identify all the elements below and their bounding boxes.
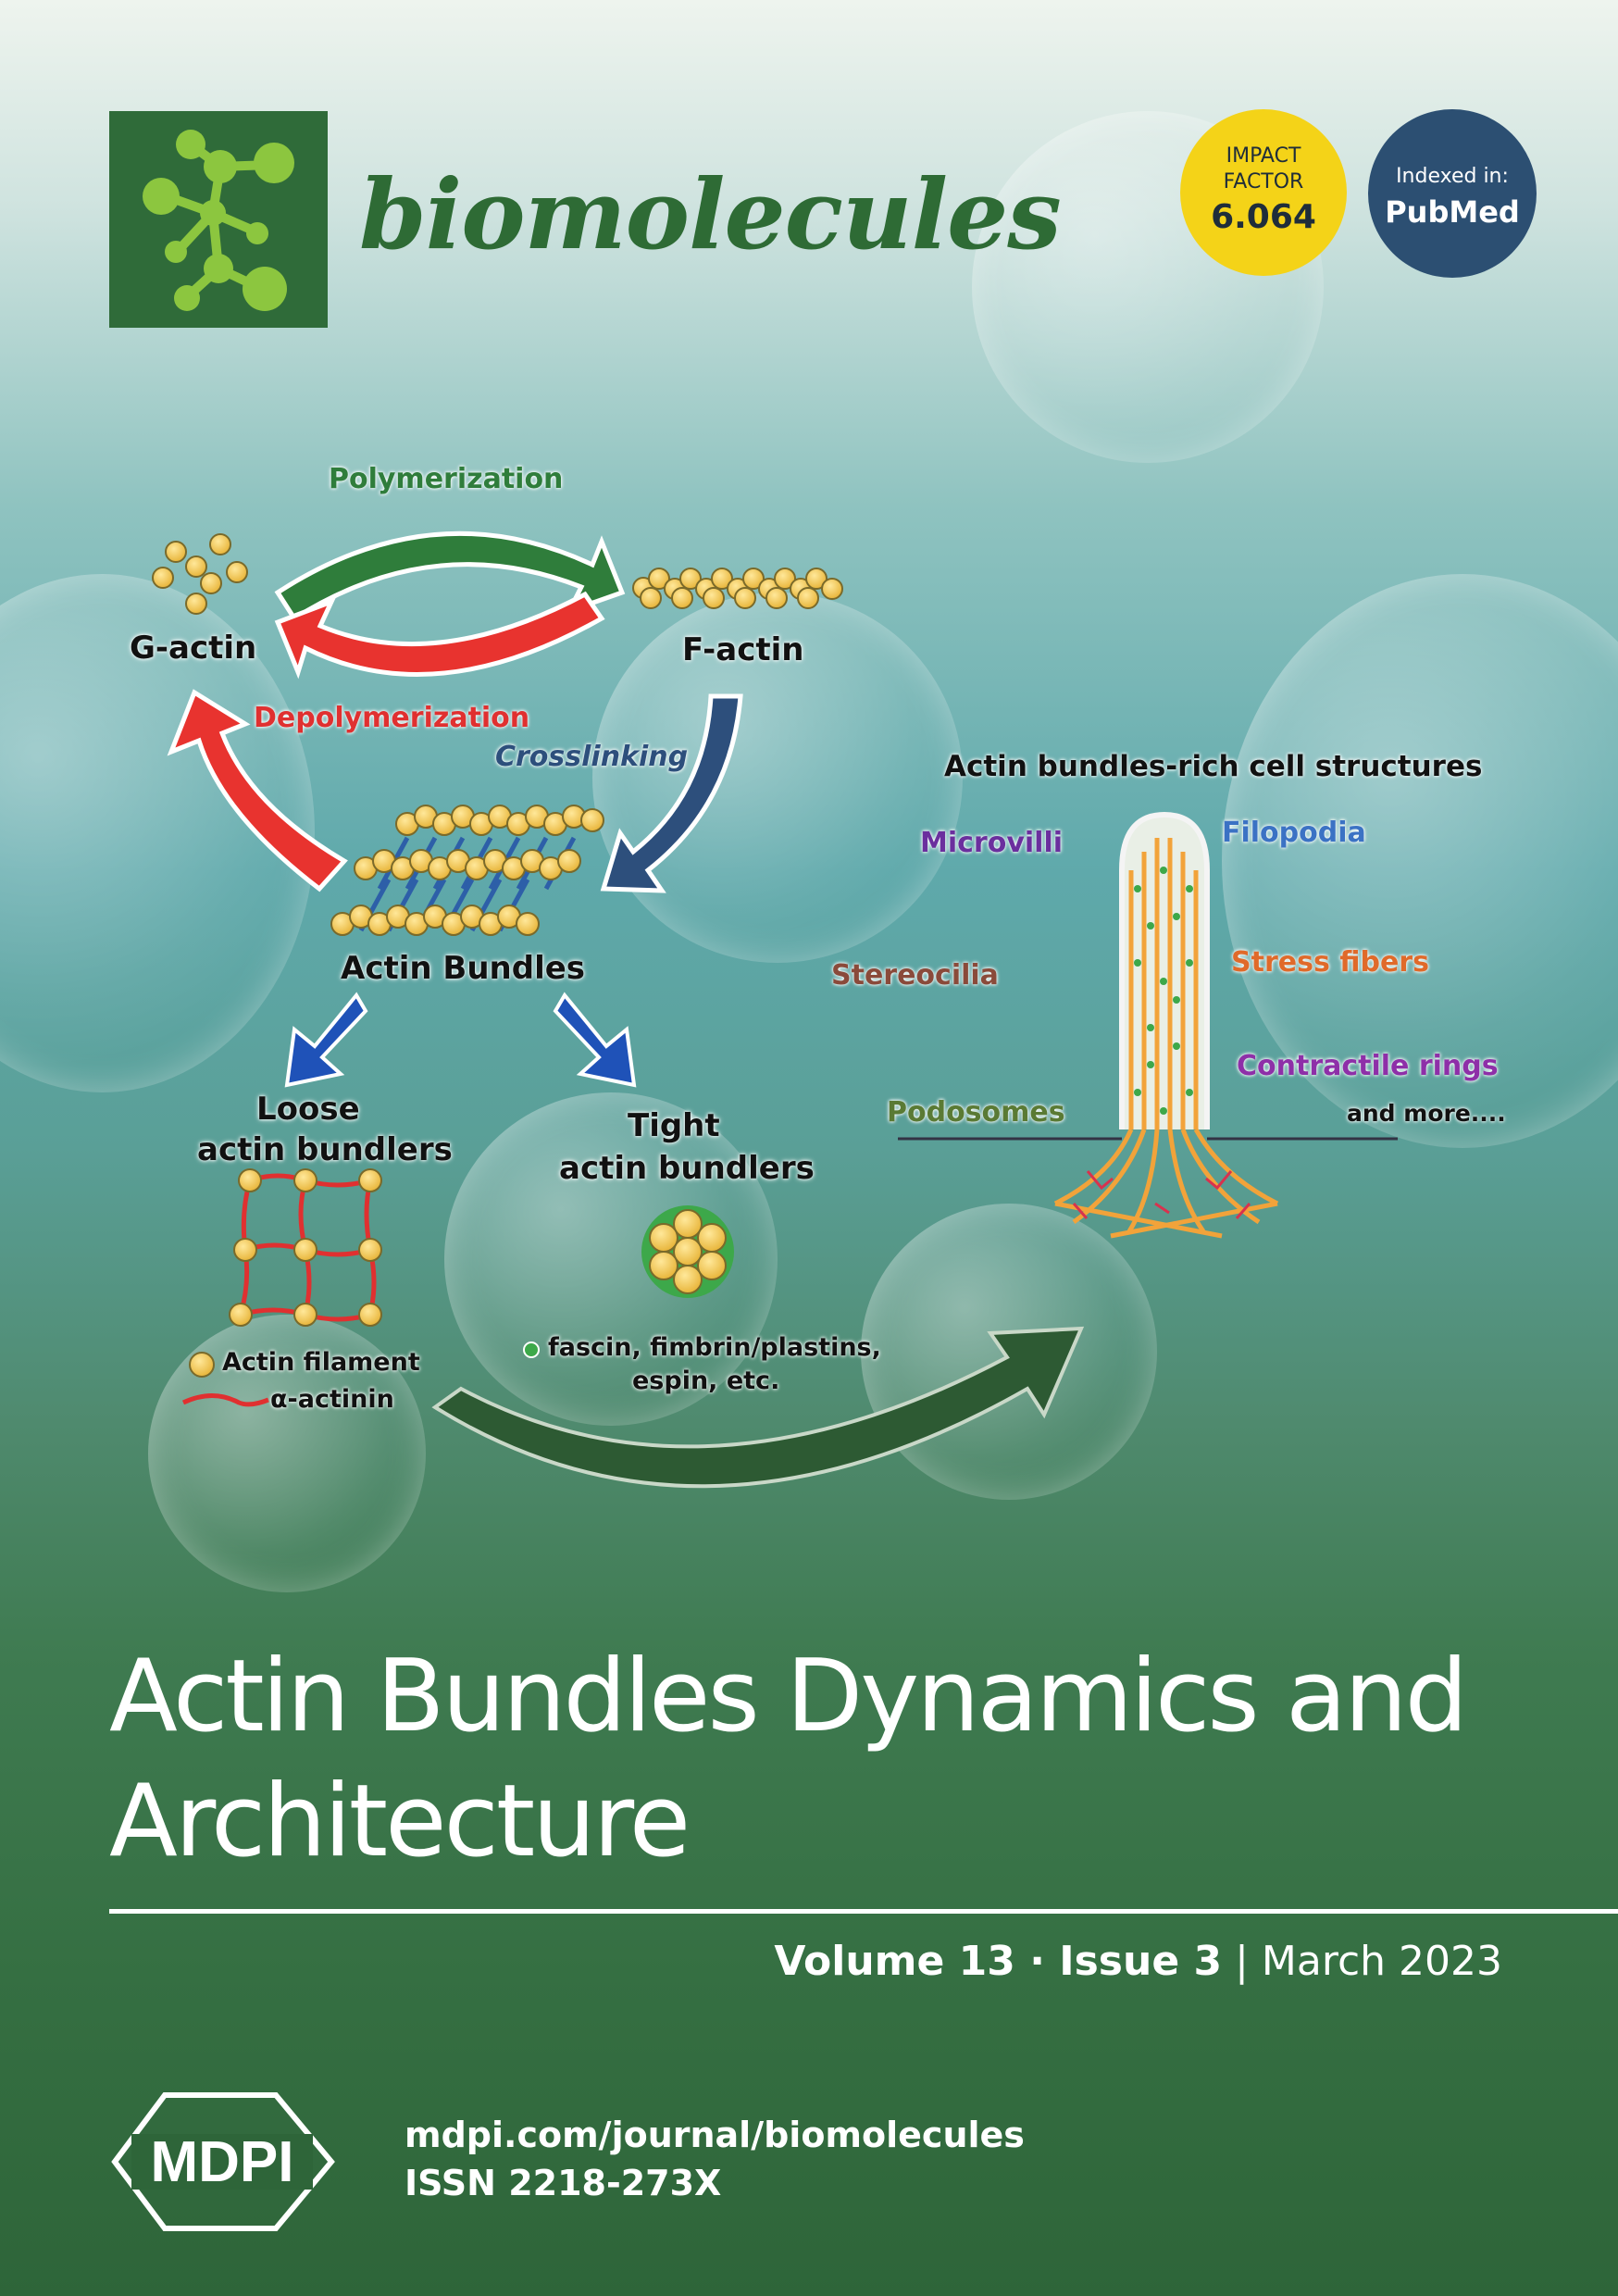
depolymerization-arrow (274, 591, 605, 680)
issue-divider: | (1222, 1938, 1262, 1985)
indexed-badge: Indexed in: PubMed (1368, 109, 1537, 278)
title-divider (109, 1909, 1618, 1914)
issue-separator: · (1014, 1938, 1060, 1985)
volume-label: Volume 13 (774, 1938, 1015, 1985)
loose-label-line1: Loose (256, 1091, 360, 1128)
polymerization-arrow (274, 530, 626, 622)
filopodia-label: Filopodia (1222, 817, 1366, 849)
crosslinking-arrow (600, 693, 743, 893)
impact-factor-label-line1: IMPACT (1226, 144, 1301, 168)
crosslinking-label: Crosslinking (495, 741, 689, 773)
actin-bundles-label: Actin Bundles (341, 950, 586, 987)
structures-arrow (431, 1326, 1085, 1489)
f-actin-label: F-actin (682, 631, 804, 668)
journal-name: biomolecules (359, 157, 1062, 271)
actin-filament-legend-icon (189, 1352, 215, 1378)
background-bubble (592, 593, 963, 963)
mdpi-logo-text: MDPI (151, 2130, 294, 2194)
stress-fibers-label: Stress fibers (1231, 946, 1429, 979)
alpha-actinin-legend-icon (181, 1393, 269, 1407)
loose-arrow (284, 992, 368, 1088)
depolymerization-large-arrow (167, 689, 348, 892)
loose-label-line2: actin bundlers (197, 1131, 453, 1168)
journal-logo (109, 111, 328, 328)
indexed-label: Indexed in: (1396, 165, 1509, 188)
mdpi-logo-backdrop (131, 2134, 313, 2190)
cover-title-line1: Actin Bundles Dynamics and (109, 1639, 1468, 1754)
actin-diagram (152, 530, 1398, 1489)
cell-structure-illustration (898, 811, 1398, 1239)
tight-legend-line1: fascin, fimbrin/plastins, (548, 1333, 881, 1362)
contractile-rings-label: Contractile rings (1237, 1050, 1499, 1082)
mdpi-logo: MDPI (111, 2092, 335, 2231)
molecule-icon (143, 130, 294, 311)
tight-bundler-cluster (641, 1205, 734, 1298)
mdpi-hexagon-icon (111, 2092, 335, 2231)
impact-factor-badge: IMPACT FACTOR 6.064 (1180, 109, 1347, 276)
indexed-database: PubMed (1385, 194, 1520, 230)
structures-title: Actin bundles-rich cell structures (944, 750, 1483, 783)
tight-label-line1: Tight (628, 1107, 720, 1144)
impact-factor-label-line2: FACTOR (1223, 170, 1304, 193)
and-more-label: and more.... (1347, 1100, 1506, 1127)
cover-title-line2: Architecture (109, 1764, 691, 1879)
microvilli-label: Microvilli (920, 827, 1064, 859)
actin-filament-legend-label: Actin filament (222, 1348, 420, 1377)
tight-bundler-legend-icon (523, 1341, 540, 1358)
alpha-actinin-legend-label: α-actinin (270, 1385, 394, 1414)
polymerization-label: Polymerization (329, 463, 564, 495)
g-actin-label: G-actin (130, 630, 257, 667)
impact-factor-value: 6.064 (1211, 198, 1316, 236)
issue-number: Issue 3 (1059, 1938, 1223, 1985)
podosomes-label: Podosomes (887, 1096, 1065, 1129)
issue-date: March 2023 (1261, 1938, 1502, 1985)
background-bubble (1222, 574, 1618, 1148)
loose-bundler-grid (229, 1168, 382, 1327)
tight-legend-line2: espin, etc. (632, 1366, 780, 1395)
journal-url[interactable]: mdpi.com/journal/biomolecules (404, 2115, 1025, 2155)
issue-info: Volume 13 · Issue 3 | March 2023 (774, 1938, 1502, 1985)
g-actin-monomers (152, 533, 248, 615)
depolymerization-label: Depolymerization (254, 702, 530, 734)
tight-arrow (553, 992, 637, 1088)
stereocilia-label: Stereocilia (831, 959, 999, 992)
actin-bundle (330, 805, 604, 936)
f-actin-filament (632, 568, 843, 609)
tight-label-line2: actin bundlers (559, 1150, 815, 1187)
issn: ISSN 2218-273X (404, 2163, 722, 2203)
